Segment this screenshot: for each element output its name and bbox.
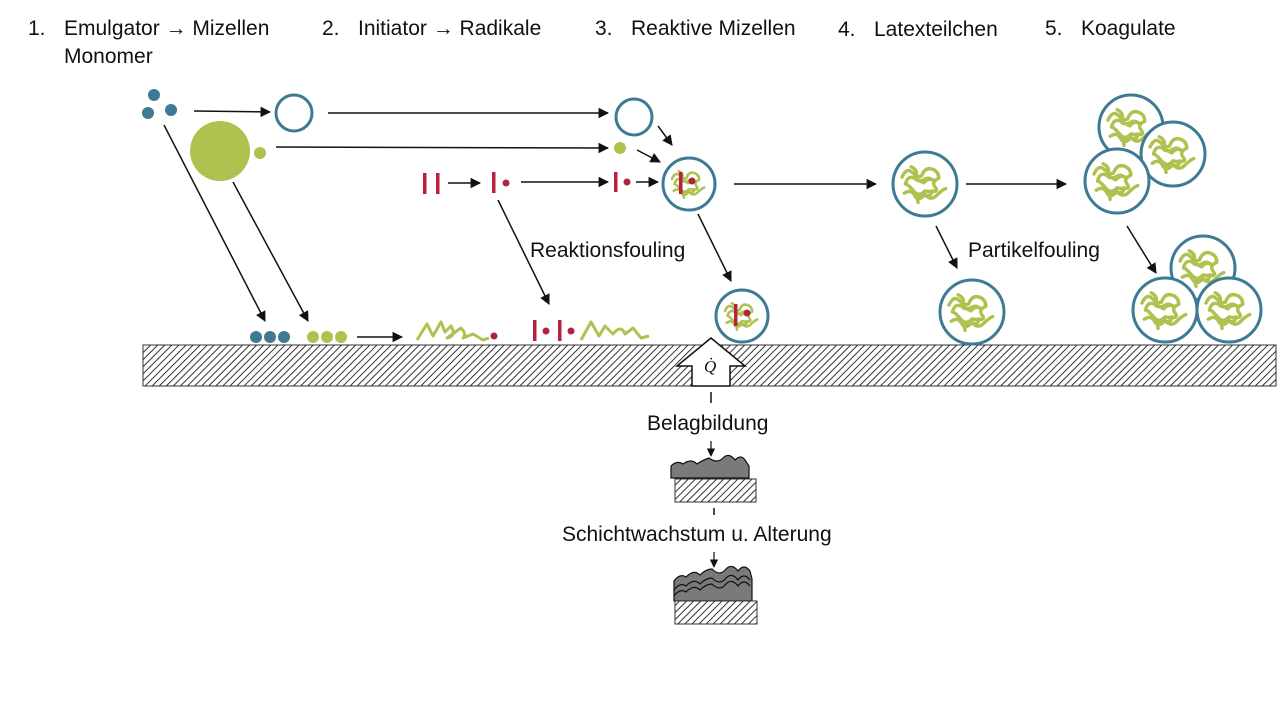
monomer-droplet [190, 121, 250, 181]
radical [492, 172, 510, 193]
stage-5-label: 5. Koagulate [1045, 14, 1176, 43]
stage-1-number: 1. [28, 17, 46, 40]
arrow-monomer-to-reactive [636, 149, 661, 163]
wall-emulsifier [250, 331, 290, 343]
stage-1-text: Emulgator → Mizellen [64, 17, 270, 40]
radical-stage3 [614, 172, 631, 192]
stage-5-number: 5. [1045, 17, 1063, 40]
deposit-icon [670, 454, 757, 503]
stage-4-number: 4. [838, 18, 856, 41]
aged-layer-icon [673, 565, 758, 625]
stage-1-label: 1. Emulgator → Mizellen [28, 14, 269, 43]
wall-monomer [307, 331, 347, 343]
arrow-monomer-to-wall [232, 181, 309, 322]
wall-reactive-micelle [714, 288, 770, 344]
stage-4-text: Latexteilchen [874, 18, 998, 41]
arrow-radical-to-wall [497, 199, 550, 305]
stage-4-label: 4. Latexteilchen [838, 15, 998, 44]
reactive-micelle [661, 156, 717, 212]
micelle [274, 93, 314, 133]
wall-radical-dot [490, 332, 498, 340]
monomer-molecule [254, 147, 266, 159]
stage-3-label: 3. Reaktive Mizellen [595, 14, 796, 43]
stage-3-number: 3. [595, 17, 613, 40]
reaction-fouling-label: Reaktionsfouling [530, 239, 685, 262]
arrow-emulsifier-to-micelle [193, 106, 272, 118]
arrow-emulsifier-to-wall [163, 124, 266, 322]
stage-2-label: 2. Initiator → Radikale [322, 14, 541, 43]
particle-fouling-label: Partikelfouling [968, 239, 1100, 262]
arrow-micelle-to-reactive [657, 125, 673, 146]
stage-2-number: 2. [322, 17, 340, 40]
arrow-reactive-to-wall [697, 213, 732, 282]
layer-growth-label: Schichtwachstum u. Alterung [562, 523, 832, 546]
deposit-formation-label: Belagbildung [647, 412, 768, 435]
arrow-monomer-to-stage3 [275, 142, 610, 154]
emulsifier-molecules [142, 89, 177, 119]
wall-coagulate [1131, 234, 1263, 344]
stage-1-sublabel: Monomer [64, 45, 153, 68]
stage-3-text: Reaktive Mizellen [631, 17, 796, 40]
heat-flux-arrow [674, 337, 748, 387]
arrow-latex-to-wall [935, 225, 958, 269]
wall-polymer-chain-2 [579, 320, 650, 341]
wall-polymer-chain [415, 320, 490, 342]
micelle-stage3 [614, 97, 654, 137]
heat-flux-symbol: Q̇ [704, 357, 716, 376]
arrow-coagulate-to-wall [1126, 225, 1157, 274]
wall-latex-particle [938, 278, 1006, 346]
stage-2-text: Initiator → Radikale [358, 17, 542, 40]
latex-particle [891, 150, 959, 218]
wall-radicals [533, 320, 575, 341]
coagulate-top [1083, 93, 1207, 215]
initiator-molecule [423, 173, 440, 194]
stage-5-text: Koagulate [1081, 17, 1176, 40]
monomer-stage3 [614, 142, 626, 154]
